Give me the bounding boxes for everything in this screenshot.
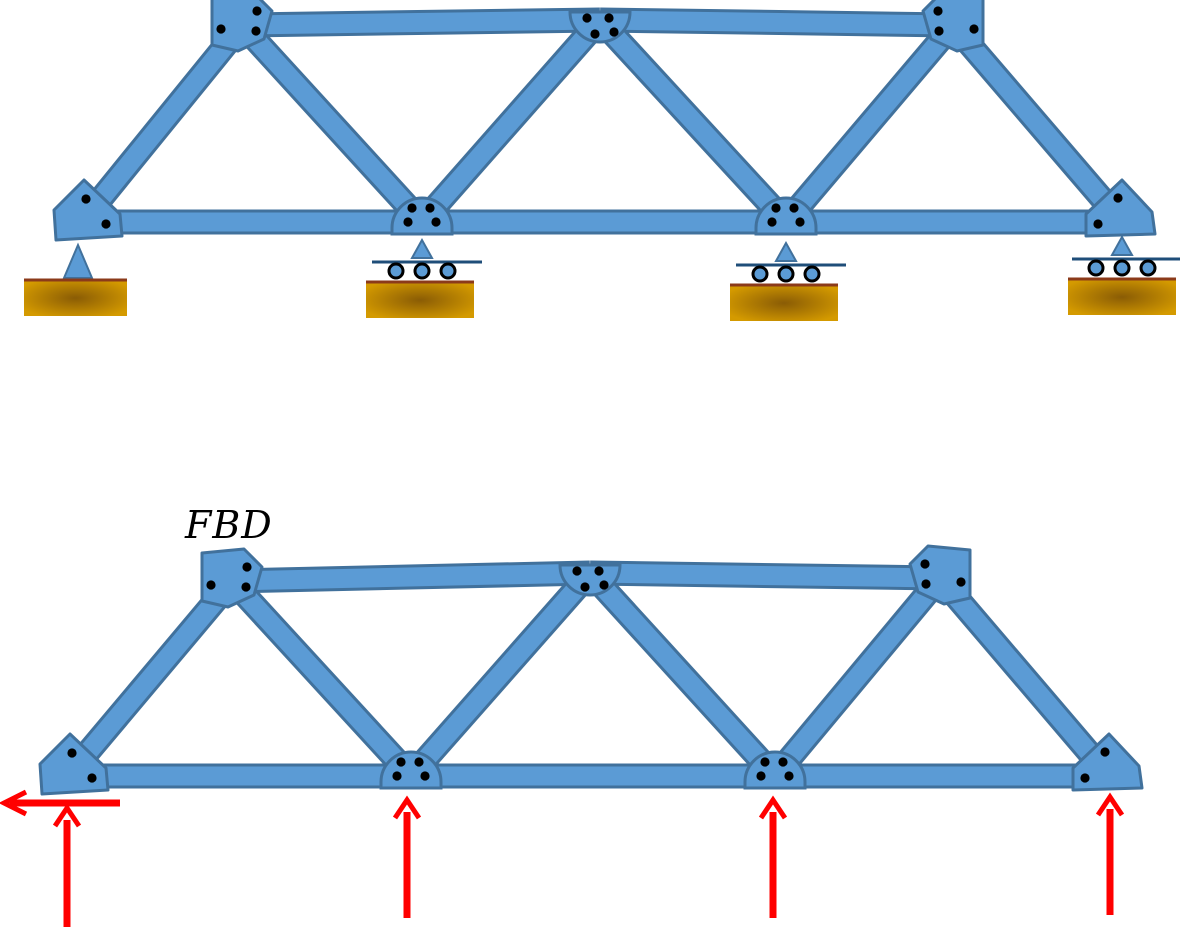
fbd-member-web-1-fill xyxy=(225,574,418,783)
roller-support-3-wheel xyxy=(1113,259,1131,277)
fbd-bolt xyxy=(67,748,77,758)
fbd-bolt xyxy=(414,757,424,767)
fbd-bolt xyxy=(87,773,97,783)
fbd-bolt xyxy=(760,757,770,767)
roller-support-1-wheel xyxy=(439,262,457,280)
top-bolt xyxy=(795,217,805,227)
fbd-member-top-right-diagonal-fill xyxy=(932,571,1117,783)
pin-support-triangle xyxy=(62,242,94,279)
top-member-top-chord-right-fill xyxy=(599,10,954,35)
roller-support-1-wheel xyxy=(413,262,431,280)
top-bolt xyxy=(252,6,262,16)
fbd-bolt xyxy=(580,582,590,592)
pin-support-ground xyxy=(24,280,127,316)
top-member-top-right-diagonal-fill xyxy=(945,18,1130,229)
top-bolt xyxy=(933,6,943,16)
top-member-web-4-fill xyxy=(778,18,961,229)
roller-support-2-wheel xyxy=(803,265,821,283)
fbd-bolt xyxy=(241,582,251,592)
roller-support-1-wheel xyxy=(387,262,405,280)
fbd-bolt xyxy=(778,757,788,767)
roller-support-3-wheel xyxy=(1139,259,1157,277)
fbd-gusset-right-end xyxy=(1071,732,1144,792)
top-bolt xyxy=(590,29,600,39)
fbd-bolt xyxy=(206,580,216,590)
supported-truss xyxy=(52,0,1157,242)
top-bolt xyxy=(1093,219,1103,229)
fbd-bolt xyxy=(1080,773,1090,783)
top-bolt xyxy=(969,24,979,34)
roller-support-2-ground xyxy=(730,285,838,321)
top-bolt xyxy=(604,13,614,23)
top-bolt xyxy=(101,219,111,229)
top-member-web-2-fill xyxy=(414,13,608,229)
top-bolt xyxy=(767,217,777,227)
top-member-top-left-diagonal-fill xyxy=(74,19,250,228)
vertical-reaction-4-head xyxy=(1095,792,1125,817)
fbd-bolt xyxy=(1100,747,1110,757)
fbd-member-web-2-fill xyxy=(403,566,598,783)
top-bolt xyxy=(425,203,435,213)
truss-supports xyxy=(24,234,1180,321)
roller-support-3-triangle xyxy=(1110,234,1134,256)
top-bolt xyxy=(407,203,417,213)
reaction-forces xyxy=(0,789,1125,927)
fbd-member-web-4-fill xyxy=(767,571,948,783)
fbd-bolt xyxy=(921,579,931,589)
fbd-bolt xyxy=(594,566,604,576)
roller-support-2-wheel xyxy=(751,265,769,283)
top-member-web-3-fill xyxy=(593,13,793,229)
top-bolt xyxy=(934,26,944,36)
fbd-member-top-chord-left-fill xyxy=(231,563,591,591)
roller-support-3-wheel xyxy=(1087,259,1105,277)
vertical-reaction-2-head xyxy=(392,795,422,820)
free-body-diagram-truss xyxy=(38,544,1144,796)
top-bolt xyxy=(81,194,91,204)
top-bolt xyxy=(216,24,226,34)
roller-support-3-ground xyxy=(1068,279,1176,315)
fbd-bolt xyxy=(920,559,930,569)
fbd-bolt xyxy=(242,562,252,572)
top-bolt xyxy=(403,217,413,227)
fbd-bolt xyxy=(599,580,609,590)
fbd-label: FBD xyxy=(185,503,273,547)
fbd-bolt xyxy=(572,566,582,576)
top-gusset-right-end xyxy=(1084,178,1157,238)
top-bolt xyxy=(431,217,441,227)
horizontal-reaction-head xyxy=(0,789,28,817)
fbd-bolt xyxy=(396,757,406,767)
roller-support-1-ground xyxy=(366,282,474,318)
top-member-web-1-fill xyxy=(234,18,430,229)
fbd-bolt xyxy=(756,771,766,781)
fbd-bolt xyxy=(392,771,402,781)
top-bolt xyxy=(789,203,799,213)
top-bolt xyxy=(582,13,592,23)
fbd-member-top-chord-right-fill xyxy=(589,563,941,588)
fbd-bolt xyxy=(784,771,794,781)
fbd-bolt xyxy=(420,771,430,781)
roller-support-1-triangle xyxy=(410,237,434,259)
fbd-member-web-3-fill xyxy=(582,566,783,783)
top-bolt xyxy=(1113,193,1123,203)
fbd-member-top-left-diagonal-fill xyxy=(60,574,240,783)
top-member-top-chord-left-fill xyxy=(241,10,601,35)
roller-support-2-wheel xyxy=(777,265,795,283)
top-bolt xyxy=(771,203,781,213)
vertical-reaction-3-head xyxy=(758,795,788,820)
top-bolt xyxy=(251,26,261,36)
top-bolt xyxy=(609,27,619,37)
vertical-reaction-1-head xyxy=(52,803,82,828)
fbd-bolt xyxy=(956,577,966,587)
roller-support-2-triangle xyxy=(774,240,798,262)
